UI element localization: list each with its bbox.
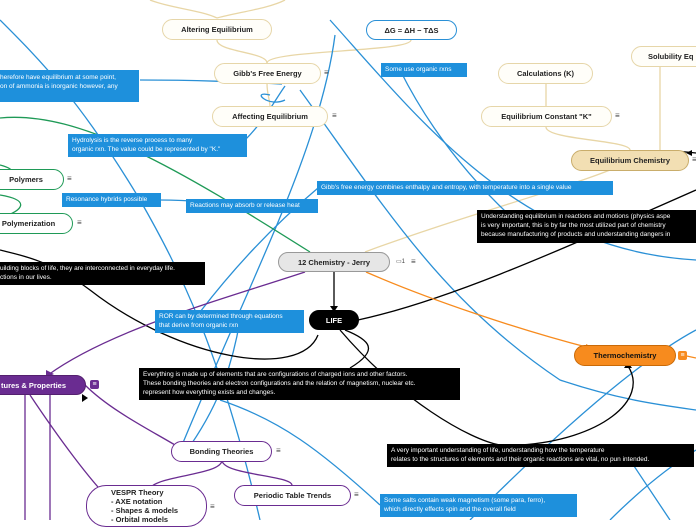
node-altering-equilibrium[interactable]: Altering Equilibrium <box>162 19 272 40</box>
menu-icon[interactable]: ≡ <box>332 111 337 120</box>
link-blue <box>299 89 696 411</box>
menu-icon[interactable]: ≡ <box>678 351 687 360</box>
vespr-line: VESPR Theory <box>111 488 164 497</box>
link-purple <box>84 384 176 446</box>
node-root-12-chemistry[interactable]: 12 Chemistry - Jerry <box>278 252 390 272</box>
node-life[interactable]: LIFE <box>309 310 359 330</box>
arrow-head <box>330 306 338 312</box>
link-tan <box>266 82 271 108</box>
link-black <box>344 329 370 369</box>
link-blue <box>260 93 286 103</box>
menu-icon[interactable]: ≡ <box>411 257 416 266</box>
arrow-head <box>82 394 88 402</box>
link-black <box>339 329 501 446</box>
node-equilibrium-constant[interactable]: Equilibrium Constant "K" <box>481 106 612 127</box>
link-orange <box>365 271 591 349</box>
note-understanding-equilibrium[interactable]: Understanding equilibrium in reactions a… <box>477 210 696 243</box>
link-blue <box>219 399 381 506</box>
node-polymers[interactable]: Polymers <box>0 169 64 190</box>
note-gibbs-combines[interactable]: Gibb's free energy combines enthalpy and… <box>317 181 613 195</box>
link-blue <box>329 19 696 261</box>
note-organic-rxns[interactable]: Some use organic rxns <box>381 63 467 77</box>
link-blue <box>469 329 696 520</box>
node-structures-properties[interactable]: tures & Properties <box>0 375 86 395</box>
link-blue <box>629 459 671 520</box>
node-solubility-equilibrium[interactable]: Solubility Eq <box>631 46 696 67</box>
link-tan <box>545 126 631 151</box>
node-bonding-theories[interactable]: Bonding Theories <box>171 441 272 462</box>
note-everything-elements[interactable]: Everything is made up of elements that a… <box>139 368 460 400</box>
link-purple <box>149 459 223 489</box>
link-black <box>519 365 634 446</box>
menu-icon[interactable]: ≡ <box>692 155 696 164</box>
note-important-life[interactable]: A very important understanding of life, … <box>387 444 694 467</box>
note-absorb-release[interactable]: Reactions may absorb or release heat <box>186 199 318 213</box>
note-building-blocks[interactable]: uilding blocks of life, they are interco… <box>0 262 205 285</box>
link-tan <box>216 39 268 64</box>
node-periodic-table-trends[interactable]: Periodic Table Trends <box>234 485 351 506</box>
note-hydrolysis[interactable]: Hydrolysis is the reverse process to man… <box>68 134 247 157</box>
node-gibbs-equation[interactable]: ΔG = ΔH − TΔS <box>366 20 457 40</box>
node-calculations-k[interactable]: Calculations (K) <box>498 63 593 84</box>
vespr-line: - AXE notation <box>111 497 163 506</box>
node-equilibrium-chemistry[interactable]: Equilibrium Chemistry <box>571 150 689 171</box>
node-polymerization[interactable]: Polymerization <box>0 213 73 234</box>
note-ror[interactable]: ROR can by determined through equations … <box>155 310 304 333</box>
menu-icon[interactable]: ≡ <box>90 380 99 389</box>
link-purple <box>221 459 293 486</box>
link-purple <box>29 394 111 501</box>
menu-icon[interactable]: ≡ <box>354 490 359 499</box>
note-ammonia[interactable]: herefore have equilibrium at some point,… <box>0 70 139 102</box>
menu-icon[interactable]: ≡ <box>67 174 72 183</box>
comment-badge[interactable]: ▭1 <box>396 259 406 265</box>
menu-icon[interactable]: ≡ <box>324 68 329 77</box>
vespr-line: - Shapes & models <box>111 506 179 515</box>
menu-icon[interactable]: ≡ <box>77 218 82 227</box>
node-thermochemistry[interactable]: Thermochemistry <box>574 345 676 366</box>
menu-icon[interactable]: ≡ <box>210 502 215 511</box>
node-vespr-theory[interactable]: VESPR Theory - AXE notation - Shapes & m… <box>86 485 207 527</box>
link-tan <box>149 0 218 19</box>
menu-icon[interactable]: ≡ <box>615 111 620 120</box>
link-tan <box>216 0 286 19</box>
menu-icon[interactable]: ≡ <box>276 446 281 455</box>
comment-count: 1 <box>401 259 406 265</box>
note-resonance[interactable]: Resonance hybrids possible <box>62 193 161 207</box>
arrow-head <box>686 150 692 156</box>
note-salts-magnetism[interactable]: Some salts contain weak magnetism (some … <box>380 494 577 517</box>
link-black <box>0 249 319 360</box>
node-affecting-equilibrium[interactable]: Affecting Equilibrium <box>212 106 328 127</box>
node-gibbs-free-energy[interactable]: Gibb's Free Energy <box>214 63 321 84</box>
link-blue <box>399 69 521 226</box>
link-tan <box>266 39 412 64</box>
